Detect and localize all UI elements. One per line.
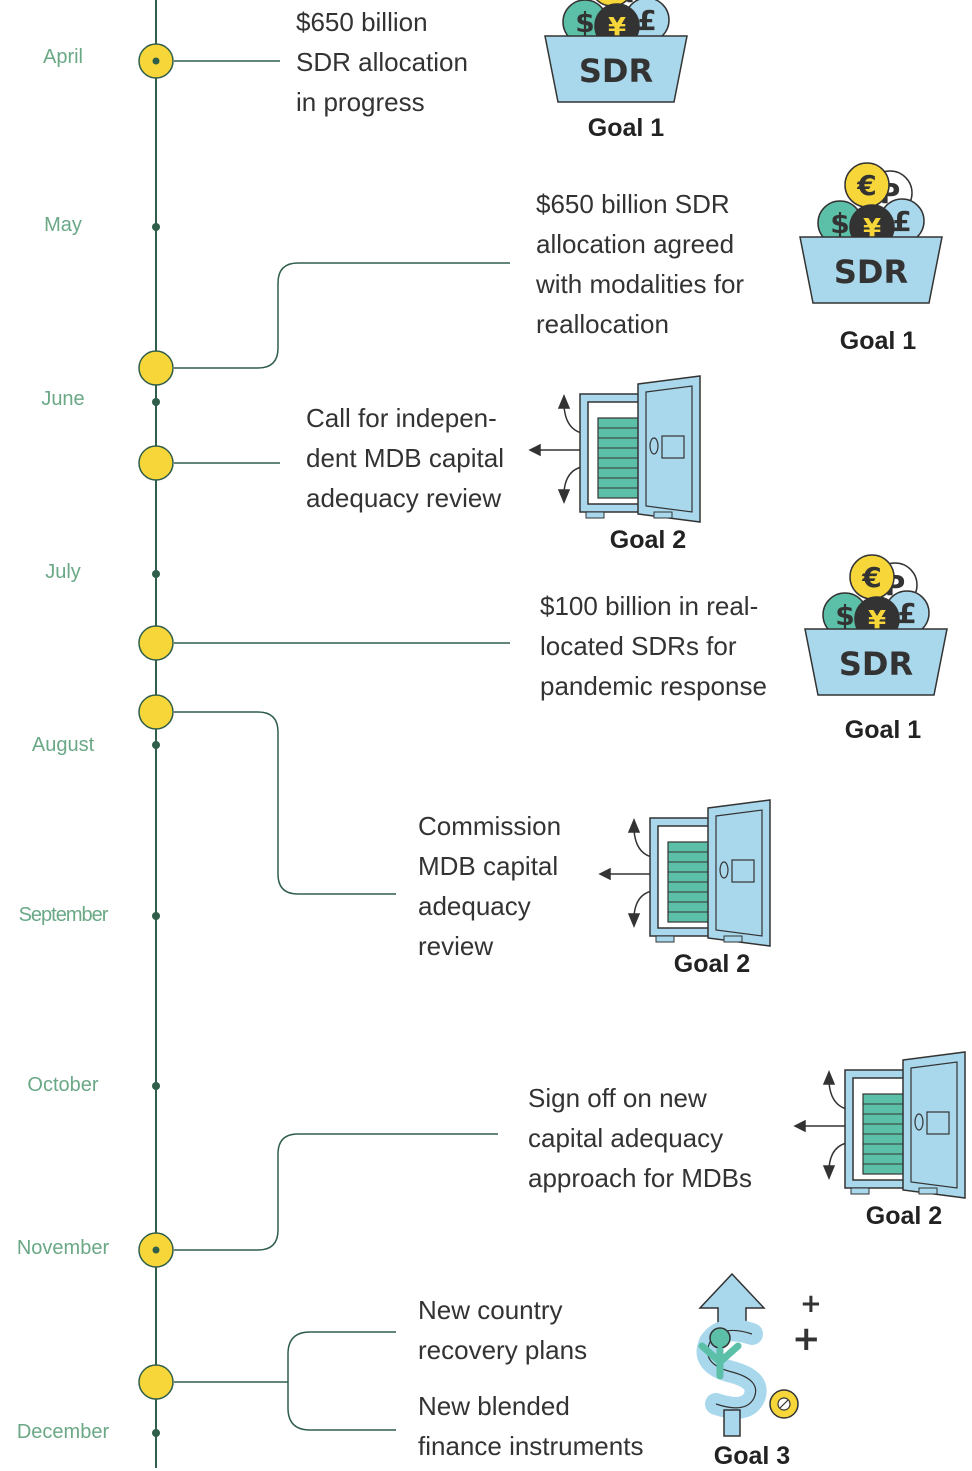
vault-icon [794,1051,966,1199]
month-label: December [16,1421,110,1443]
svg-text:+: + [800,1289,822,1319]
connector-lines [174,60,510,1431]
milestone-june-1 [138,350,174,386]
goal-label: Goal 1 [587,114,665,142]
month-label: October [27,1074,99,1096]
goal-label: Goal 1 [839,327,917,355]
milestone-june-2 [138,445,174,481]
month-label: September [18,904,109,926]
sdr-basket-icon [804,554,948,696]
milestones [138,43,174,1400]
month-dot [152,570,160,578]
month-dot [152,1082,160,1090]
month-label: August [31,734,95,756]
month-dot [152,912,160,920]
milestone-july [138,625,174,661]
sdr-basket-icon [799,162,943,304]
month-dot [152,741,160,749]
svg-text:+: + [792,1319,821,1359]
goal-label: Goal 2 [865,1202,943,1230]
month-label: April [42,46,83,68]
vault-icon [599,799,771,947]
dollar-growth-icon: + + [696,1272,822,1437]
goal-label: Goal 3 [713,1442,791,1470]
month-label: May [44,214,82,236]
milestone-august [138,694,174,730]
goal-label: Goal 1 [844,716,922,744]
month-label: November [16,1237,110,1259]
month-dot [152,1429,160,1437]
month-label: July [45,561,81,583]
goal-label: Goal 2 [673,950,751,978]
vault-icon [529,375,701,523]
month-label: June [41,388,85,410]
sdr-basket-icon [544,0,688,103]
month-dot [152,398,160,406]
month-dot [152,223,160,231]
milestone-december [138,1364,174,1400]
goal-label: Goal 2 [609,526,687,554]
